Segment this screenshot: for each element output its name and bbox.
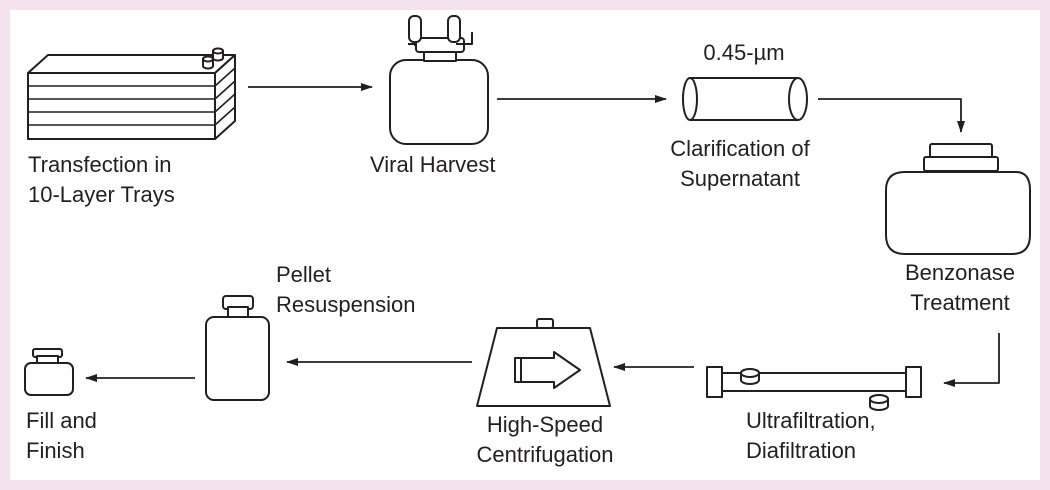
clarification-label-line2: Supernatant [680,166,800,191]
resuspension-label-line2: Resuspension [276,292,416,317]
fill-vial-icon [24,348,74,396]
centrifuge-icon [476,318,611,407]
benzonase-label-line1: Benzonase [904,260,1016,285]
transfection-label-line2: 10-Layer Trays [28,182,175,207]
transfection-label: Transfection in 10-Layer Trays [28,150,175,210]
resuspension-bottle-icon [205,295,270,401]
filter-cylinder-icon [682,77,808,121]
fill-finish-label-line1: Fill and [26,408,97,433]
arrow-benzonase-to-uf [943,333,1000,387]
ultrafiltration-unit-icon [706,366,922,411]
ultrafiltration-label-line2: Diafiltration [746,438,857,463]
ultrafiltration-label: Ultrafiltration, Diafiltration [746,406,876,466]
clarification-label: Clarification of Supernatant [640,134,840,194]
fill-finish-label: Fill and Finish [26,406,97,466]
benzonase-label: Benzonase Treatment [880,258,1040,318]
resuspension-label: Pellet Resuspension [276,260,415,320]
harvest-label-line1: Viral Harvest [370,152,496,177]
arrow-filter-to-benzonase [818,98,965,133]
ultrafiltration-label-line1: Ultrafiltration, [746,408,876,433]
benzonase-vessel-icon [885,143,1031,255]
resuspension-label-line1: Pellet [276,262,332,287]
fill-finish-label-line2: Finish [26,438,85,463]
filter-spec-label: 0.45-µm [703,40,785,65]
harvest-bottle-icon [389,15,489,145]
centrifugation-label: High-Speed Centrifugation [445,410,645,470]
harvest-label: Viral Harvest [370,150,496,180]
centrifugation-label-line2: Centrifugation [476,442,614,467]
clarification-label-line1: Clarification of [670,136,810,161]
flow-arrows [85,83,1000,387]
tray-stack-icon [27,47,236,140]
centrifugation-label-line1: High-Speed [486,412,604,437]
benzonase-label-line2: Treatment [910,290,1010,315]
transfection-label-line1: Transfection in [28,152,172,177]
